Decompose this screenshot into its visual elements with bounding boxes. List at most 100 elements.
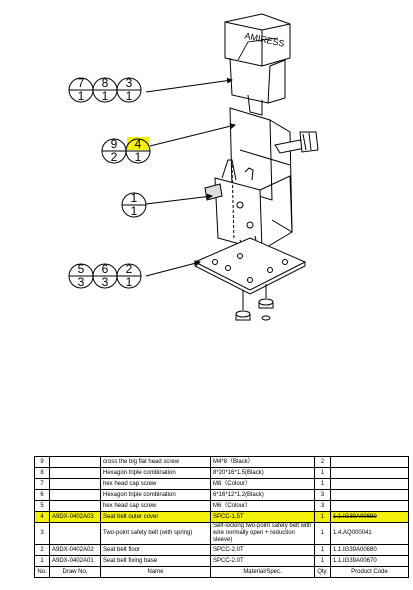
cell-spec: SPCC-1.5T — [210, 511, 315, 523]
cell-name: Two-point safety belt (with spring) — [100, 522, 211, 545]
svg-text:1: 1 — [126, 275, 133, 289]
balloon-3: 3 1 — [116, 76, 142, 103]
balloon-9: 9 2 — [101, 137, 127, 164]
header-name: Name — [100, 566, 211, 578]
cell-no: 2 — [34, 544, 50, 556]
cell-no: 5 — [34, 500, 50, 512]
cell-drawing — [49, 456, 101, 468]
cell-drawing — [49, 478, 101, 490]
table-row: 2 A9DX-0402A02 Seat belt floor SPCC-2.0T… — [34, 544, 409, 556]
cell-no: 4 — [34, 511, 50, 523]
cell-drawing — [49, 467, 101, 479]
balloon-4: 4 1 — [125, 137, 151, 164]
svg-text:1: 1 — [78, 89, 85, 103]
svg-text:7: 7 — [78, 76, 85, 90]
cell-name: cross the big flat head screw — [100, 456, 211, 468]
table-row: 3 Two-point safety belt (with spring) Se… — [34, 522, 409, 545]
header-no: No. — [34, 566, 50, 578]
header-code: Product Code — [330, 566, 409, 578]
table-row: 5 hex head cap screw M6（Colour） 3 — [34, 500, 409, 512]
bolt-m8 — [274, 131, 319, 154]
balloon-group-5-6-2: 5 3 6 3 2 1 — [68, 262, 142, 289]
balloon-group-7-8-3: 7 1 8 1 3 1 — [68, 76, 142, 103]
outer-cover — [229, 107, 293, 233]
assembly-drawing: AMIRESS — [68, 13, 319, 321]
cell-drawing: A9DX-0402A03 — [49, 511, 101, 523]
cell-qty: 1 — [314, 511, 331, 523]
cell-drawing: A9DX-0402A01 — [49, 555, 101, 567]
table-row: 7 hex head cap screw M8（Colour） 1 — [34, 478, 409, 490]
svg-text:6: 6 — [102, 262, 109, 276]
cell-spec: M4*8（Black） — [210, 456, 315, 468]
svg-text:9: 9 — [111, 137, 118, 151]
table-header-row: No. Draw No. Name Material/Spec. Qty. Pr… — [34, 566, 409, 578]
cell-spec: M6（Colour） — [210, 500, 315, 512]
header-drawing: Draw No. — [49, 566, 101, 578]
cell-spec: SPCC-2.0T — [210, 555, 315, 567]
cell-qty: 1 — [314, 555, 331, 567]
cell-no: 1 — [34, 555, 50, 567]
cell-no: 7 — [34, 478, 50, 490]
table-row-highlighted: 4 A9DX-0402A03 Seat belt outer cover SPC… — [34, 511, 409, 523]
bottom-nuts — [235, 284, 274, 321]
header-spec: Material/Spec. — [210, 566, 315, 578]
svg-text:2: 2 — [111, 150, 118, 164]
cell-name: Seat belt outer cover — [100, 511, 211, 523]
svg-text:1: 1 — [126, 89, 133, 103]
svg-text:8: 8 — [102, 76, 109, 90]
cell-name: Hexagon triple combination — [100, 489, 211, 501]
cell-code: 1.4.AQ000041 — [330, 522, 409, 545]
cell-spec: SPCC-2.0T — [210, 544, 315, 556]
cell-qty: 3 — [314, 489, 331, 501]
cell-code: 1.1.IG39A00690 — [330, 511, 409, 523]
balloon-group-1: 1 1 — [121, 191, 147, 218]
cell-code — [330, 500, 409, 512]
table-row: 8 Hexagon triple combination 8*20*16*1.5… — [34, 467, 409, 479]
cell-spec: 6*16*12*1.2(Black) — [210, 489, 315, 501]
cell-name: hex head cap screw — [100, 500, 211, 512]
cell-qty: 3 — [314, 500, 331, 512]
cell-drawing: A9DX-0402A02 — [49, 544, 101, 556]
table-row: 6 Hexagon triple combination 6*16*12*1.2… — [34, 489, 409, 501]
cell-name: hex head cap screw — [100, 478, 211, 490]
svg-text:3: 3 — [102, 275, 109, 289]
cell-drawing — [49, 522, 101, 545]
svg-text:1: 1 — [135, 150, 142, 164]
cell-code — [330, 478, 409, 490]
cell-no: 3 — [34, 522, 50, 545]
balloon-group-9-4: 9 2 4 1 — [101, 137, 151, 164]
svg-text:5: 5 — [78, 262, 85, 276]
cell-spec: Self-locking two-point safety belt with … — [210, 522, 315, 545]
balloon-5: 5 3 — [68, 262, 94, 289]
cell-code — [330, 456, 409, 468]
table-row: 9 cross the big flat head screw M4*8（Bla… — [34, 456, 409, 468]
svg-text:3: 3 — [78, 275, 85, 289]
cell-drawing — [49, 489, 101, 501]
floor-plate — [193, 237, 307, 295]
cell-code — [330, 467, 409, 479]
cell-no: 6 — [34, 489, 50, 501]
table-row: 1 A9DX-0402A01 Seat belt fixing base SPC… — [34, 555, 409, 567]
svg-text:1: 1 — [131, 191, 138, 205]
svg-text:2: 2 — [126, 262, 133, 276]
cell-qty: 1 — [314, 544, 331, 556]
balloon-6: 6 3 — [92, 262, 118, 289]
cell-no: 8 — [34, 467, 50, 479]
cell-qty: 2 — [314, 456, 331, 468]
cell-no: 9 — [34, 456, 50, 468]
balloon-2: 2 1 — [116, 262, 142, 289]
balloon-8: 8 1 — [92, 76, 118, 103]
svg-text:3: 3 — [126, 76, 133, 90]
header-qty: Qty. — [314, 566, 331, 578]
cell-code — [330, 489, 409, 501]
seat-belt-buckle: AMIRESS — [224, 13, 291, 116]
cell-code: 1.1.IG39A00670 — [330, 555, 409, 567]
cell-spec: M8（Colour） — [210, 478, 315, 490]
cell-name: Hexagon triple combination — [100, 467, 211, 479]
balloon-1: 1 1 — [121, 191, 147, 218]
mounting-bracket — [204, 159, 293, 251]
cell-spec: 8*20*16*1.5(Black) — [210, 467, 315, 479]
cell-qty: 1 — [314, 522, 331, 545]
cell-name: Seat belt floor — [100, 544, 211, 556]
svg-text:4: 4 — [135, 137, 142, 151]
